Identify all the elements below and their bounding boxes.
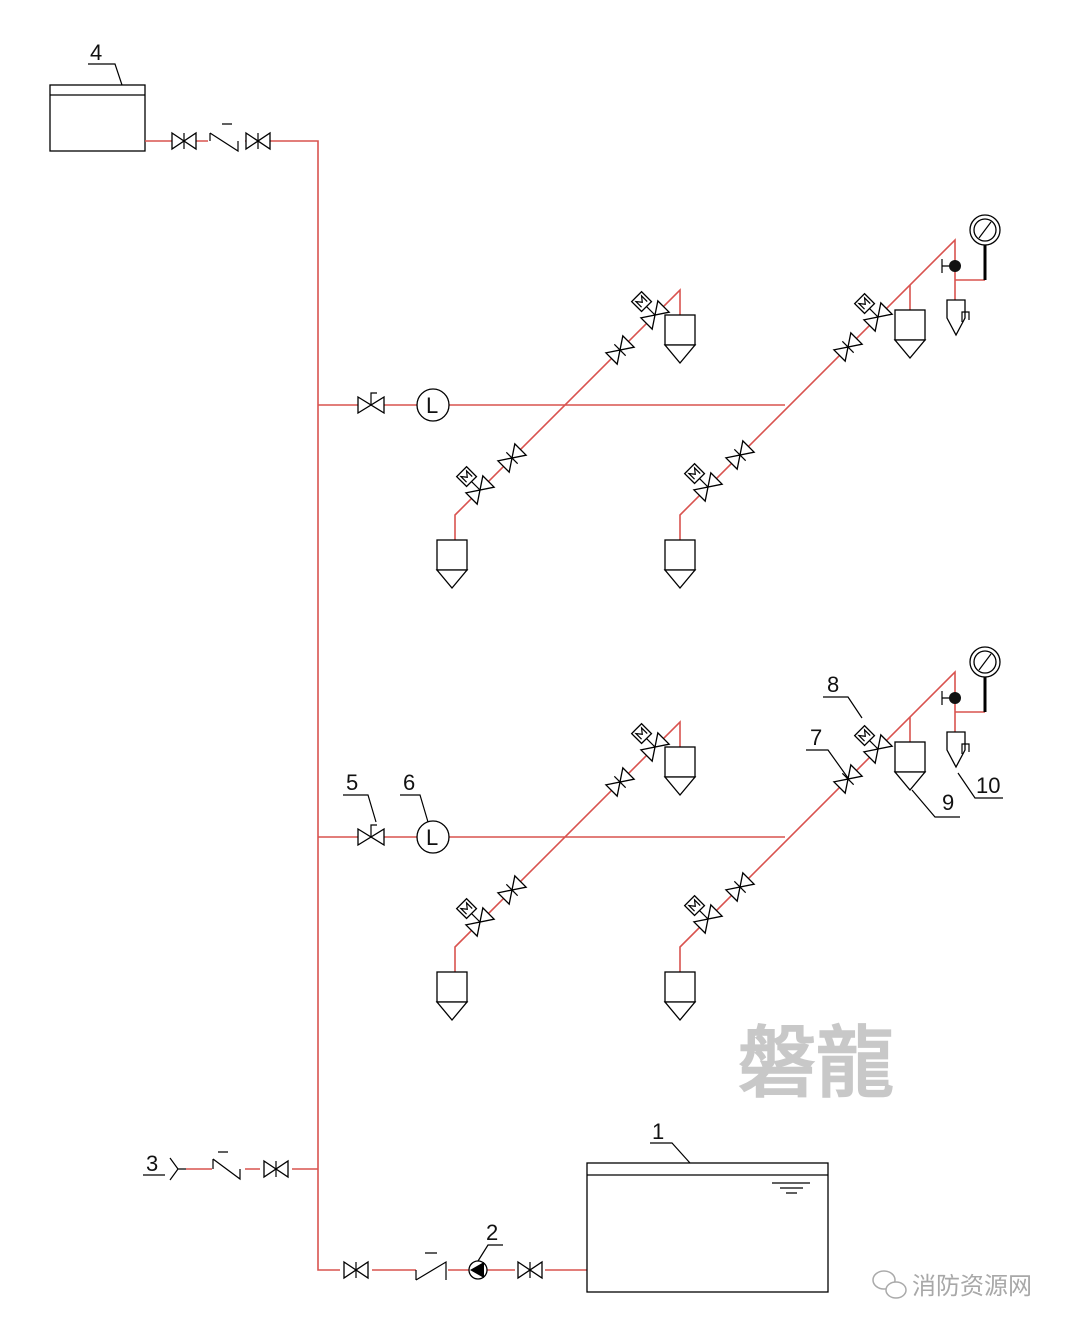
callouts: 5 6 7 8 9 10	[343, 672, 1003, 823]
roof-tank-outlet	[145, 123, 340, 1271]
motor-valve	[452, 462, 495, 505]
pump-line: 2	[343, 1220, 587, 1281]
nozzle	[664, 314, 696, 364]
gate-valve	[171, 132, 197, 150]
roof-tank: 4	[49, 40, 146, 152]
check-valve	[209, 123, 239, 153]
label-pump: 2	[486, 1220, 498, 1245]
water-tank: 1	[586, 1119, 829, 1293]
label-signal-valve: 5	[346, 770, 358, 795]
gate-valve	[263, 1160, 289, 1178]
wechat-icon	[872, 1270, 907, 1299]
source-mark: 消防资源网	[872, 1270, 1032, 1300]
label-water-tank: 1	[652, 1119, 664, 1144]
gate-valve	[517, 1261, 543, 1279]
signal-valve	[357, 392, 385, 415]
test-valve	[941, 259, 961, 273]
label-pump-adapter: 3	[146, 1151, 158, 1176]
gate-valve	[245, 132, 271, 150]
nozzle	[436, 539, 468, 589]
label-test-nozzle: 10	[976, 773, 1000, 798]
nozzle	[894, 309, 926, 359]
flow-indicator: L	[416, 388, 450, 422]
label-roof-tank: 4	[90, 40, 102, 65]
sprinkler-zone-2	[318, 647, 1000, 1020]
motor-valve	[627, 287, 670, 330]
label-motor-valve: 8	[827, 672, 839, 697]
check-valve	[212, 1151, 241, 1181]
label-gate-valve: 7	[810, 725, 822, 750]
sprinkler-zone-1: L	[318, 214, 1001, 589]
label-nozzle: 9	[942, 790, 954, 815]
test-nozzle	[946, 299, 970, 337]
motor-valve	[680, 459, 723, 502]
motor-valve	[850, 289, 893, 332]
label-flow-indicator: 6	[403, 770, 415, 795]
gate-valve	[343, 1261, 369, 1279]
watermark: 磐龍	[738, 1019, 894, 1109]
pressure-gauge	[955, 214, 1001, 281]
pump	[468, 1260, 488, 1280]
pump-adapter-inlet: 3	[143, 1151, 318, 1181]
source-text: 消防资源网	[912, 1272, 1032, 1300]
svg-text:L: L	[426, 393, 438, 418]
nozzle	[664, 539, 696, 589]
check-valve	[415, 1252, 447, 1281]
